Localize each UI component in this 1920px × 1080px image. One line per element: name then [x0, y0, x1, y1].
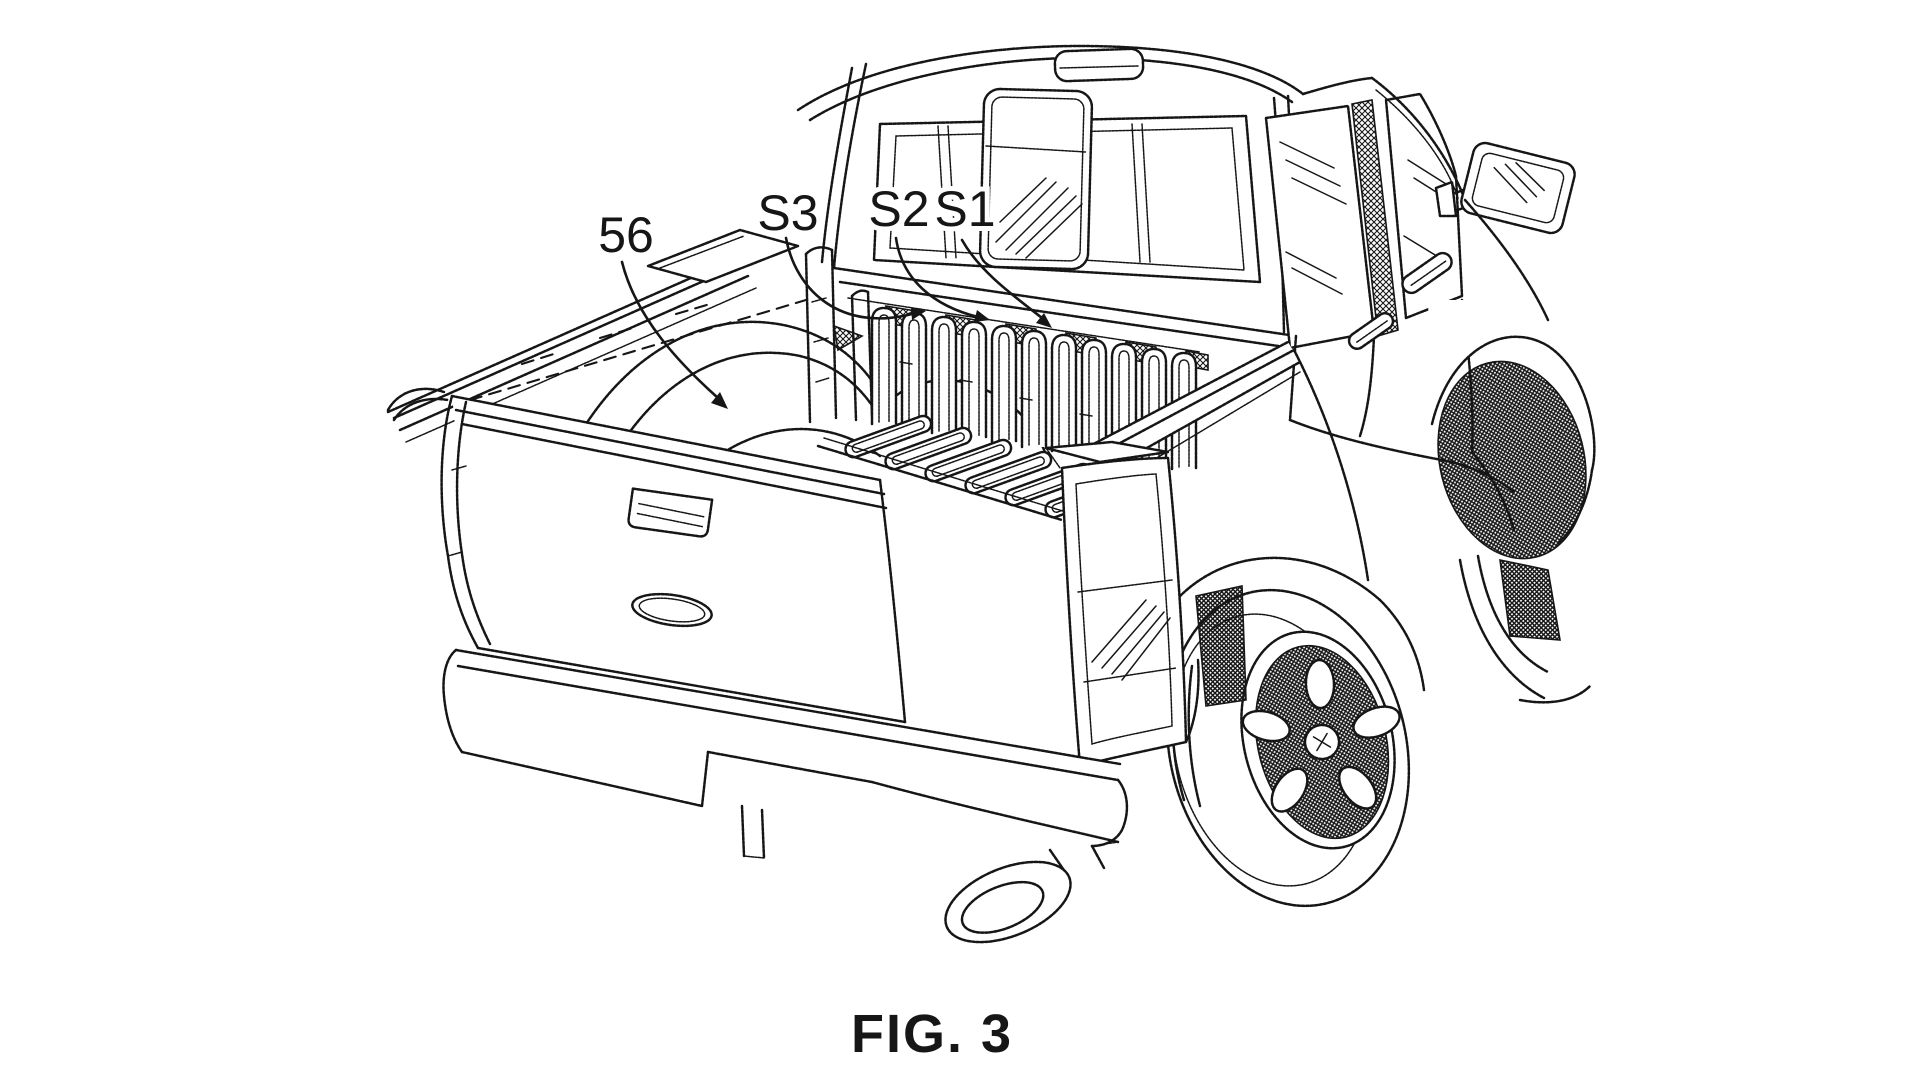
sliding-pane — [978, 87, 1094, 271]
rear-bumper — [442, 648, 1129, 848]
label-s1: S1 — [934, 181, 995, 237]
label-s2: S2 — [868, 181, 929, 237]
side-mirror — [1434, 141, 1576, 235]
label-s2-leader — [894, 236, 990, 322]
trailer-hitch — [740, 804, 766, 860]
tailgate — [440, 394, 907, 724]
exhaust-tip — [944, 844, 1106, 944]
door-panels — [1288, 251, 1516, 494]
rear-window — [872, 87, 1262, 284]
coil-array — [870, 306, 1198, 471]
label-s3-leader — [784, 236, 926, 320]
door-handle-rear — [1347, 311, 1395, 351]
figure-caption: FIG. 3 — [851, 1004, 1013, 1064]
front-fender — [1428, 198, 1604, 546]
label-56: 56 — [598, 207, 654, 263]
taillight — [1060, 456, 1188, 768]
label-s1-leader — [960, 238, 1052, 328]
side-windows — [1264, 92, 1464, 350]
tailgate-emblem — [631, 592, 713, 628]
tailgate-handle — [627, 487, 714, 538]
front-wheel — [1437, 360, 1592, 704]
label-s3: S3 — [757, 185, 818, 241]
b-pillar — [1351, 99, 1399, 338]
bulkhead-post — [804, 246, 864, 424]
rear-quarter — [1044, 348, 1426, 768]
third-brake-light — [1053, 47, 1145, 83]
cab — [796, 44, 1604, 546]
door-handle-front — [1401, 251, 1453, 295]
wheel-spokes — [1241, 658, 1401, 813]
callouts: 56 S3 S2 S1 — [593, 176, 1052, 409]
label-56-leader — [620, 260, 728, 409]
